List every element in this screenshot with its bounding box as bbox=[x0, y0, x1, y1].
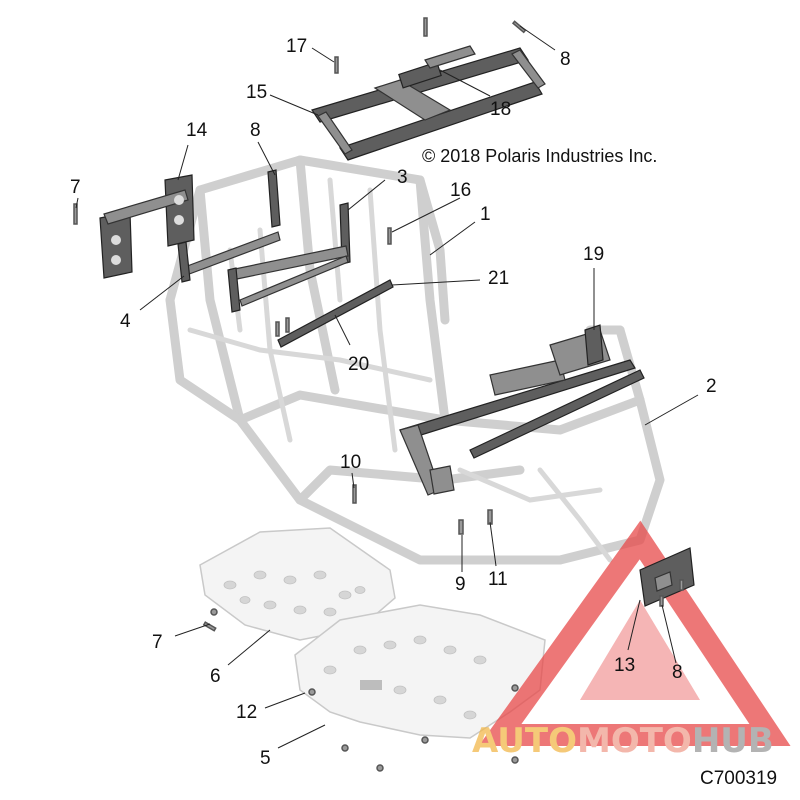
callout-5: 5 bbox=[260, 748, 271, 769]
callout-15: 15 bbox=[246, 82, 267, 103]
callout-14: 14 bbox=[186, 120, 208, 141]
callout-17: 17 bbox=[286, 36, 307, 57]
callout-12: 12 bbox=[236, 702, 257, 723]
skid-plate-rear bbox=[199, 527, 396, 641]
diagram-code: C700319 bbox=[700, 768, 777, 789]
callout-3: 3 bbox=[397, 167, 408, 188]
bracket-13 bbox=[639, 547, 695, 607]
callout-21: 21 bbox=[488, 268, 509, 289]
callout-4: 4 bbox=[120, 311, 131, 332]
callout-8-bottom: 8 bbox=[672, 662, 683, 683]
watermark-logo: AUTOMOTOHUB bbox=[472, 520, 791, 761]
callout-1: 1 bbox=[480, 204, 491, 225]
callout-19: 19 bbox=[583, 244, 604, 265]
callout-labels: 17 8 15 18 14 8 7 3 16 1 4 21 19 20 2 10… bbox=[70, 36, 717, 769]
leader-lines bbox=[75, 25, 699, 749]
callout-7-bottom: 7 bbox=[152, 632, 163, 653]
callout-16: 16 bbox=[450, 180, 471, 201]
callout-11: 11 bbox=[488, 569, 508, 590]
callout-13: 13 bbox=[614, 655, 635, 676]
copyright-text: © 2018 Polaris Industries Inc. bbox=[422, 146, 657, 166]
hardware bbox=[202, 484, 519, 772]
watermark-suffix: HUB bbox=[692, 721, 774, 761]
top-rack-assembly bbox=[311, 17, 546, 161]
callout-8-left: 8 bbox=[250, 120, 261, 141]
callout-10: 10 bbox=[340, 452, 361, 473]
left-bracket-assembly bbox=[73, 174, 195, 279]
watermark-triangle-icon bbox=[478, 520, 791, 746]
callout-20: 20 bbox=[348, 354, 369, 375]
callout-7-left: 7 bbox=[70, 177, 81, 198]
watermark-middle: MOTO bbox=[577, 721, 692, 761]
front-bracket-assembly bbox=[399, 324, 645, 496]
rear-cross-members bbox=[177, 169, 394, 348]
callout-9: 9 bbox=[455, 574, 466, 595]
callout-8-top: 8 bbox=[560, 49, 571, 70]
callout-18: 18 bbox=[490, 99, 511, 120]
svg-text:AUTOMOTOHUB: AUTOMOTOHUB bbox=[472, 721, 774, 761]
skid-plate-front bbox=[294, 604, 546, 739]
watermark-prefix: AUTO bbox=[472, 721, 577, 761]
callout-6: 6 bbox=[210, 666, 221, 687]
callout-2: 2 bbox=[706, 376, 717, 397]
